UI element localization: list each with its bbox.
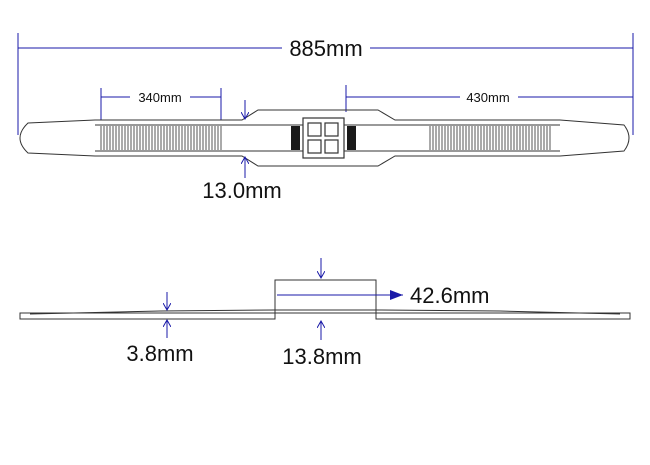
left-strap-dimension: 340mm (100, 88, 222, 120)
strap-width-label: 13.0mm (202, 178, 281, 203)
buckle-pad-left (291, 126, 300, 150)
strap-thickness-dimension: 3.8mm (126, 292, 194, 366)
overall-length-label: 885mm (289, 36, 362, 61)
strap-thickness-label: 3.8mm (126, 341, 193, 366)
buckle-window (324, 122, 339, 137)
side-view: 42.6mm 3.8mm 13.8mm (19, 258, 631, 369)
side-taper-left (29, 309, 276, 315)
buckle-pad-right (347, 126, 356, 150)
strap-width-dimension: 13.0mm (202, 100, 282, 203)
buckle-window (307, 122, 322, 137)
buckle-window (307, 139, 322, 154)
buckle-window (324, 139, 339, 154)
buckle-frame (302, 117, 345, 159)
buckle (291, 117, 356, 159)
right-strap-dimension: 430mm (345, 85, 633, 112)
center-width-dimension: 42.6mm (277, 283, 489, 308)
overall-length-dimension: 885mm (17, 33, 634, 135)
strap-outline (19, 109, 630, 167)
center-width-label: 42.6mm (410, 283, 489, 308)
top-view: 885mm 340mm 430mm (17, 33, 634, 203)
right-strap-label: 430mm (466, 90, 509, 105)
rib-zone-right (429, 126, 551, 150)
side-profile-outline (19, 309, 631, 320)
side-taper-right (375, 309, 621, 315)
rib-zone-left (100, 126, 222, 150)
center-thickness-label: 13.8mm (282, 344, 361, 369)
left-strap-label: 340mm (138, 90, 181, 105)
center-thickness-dimension: 13.8mm (282, 258, 362, 369)
